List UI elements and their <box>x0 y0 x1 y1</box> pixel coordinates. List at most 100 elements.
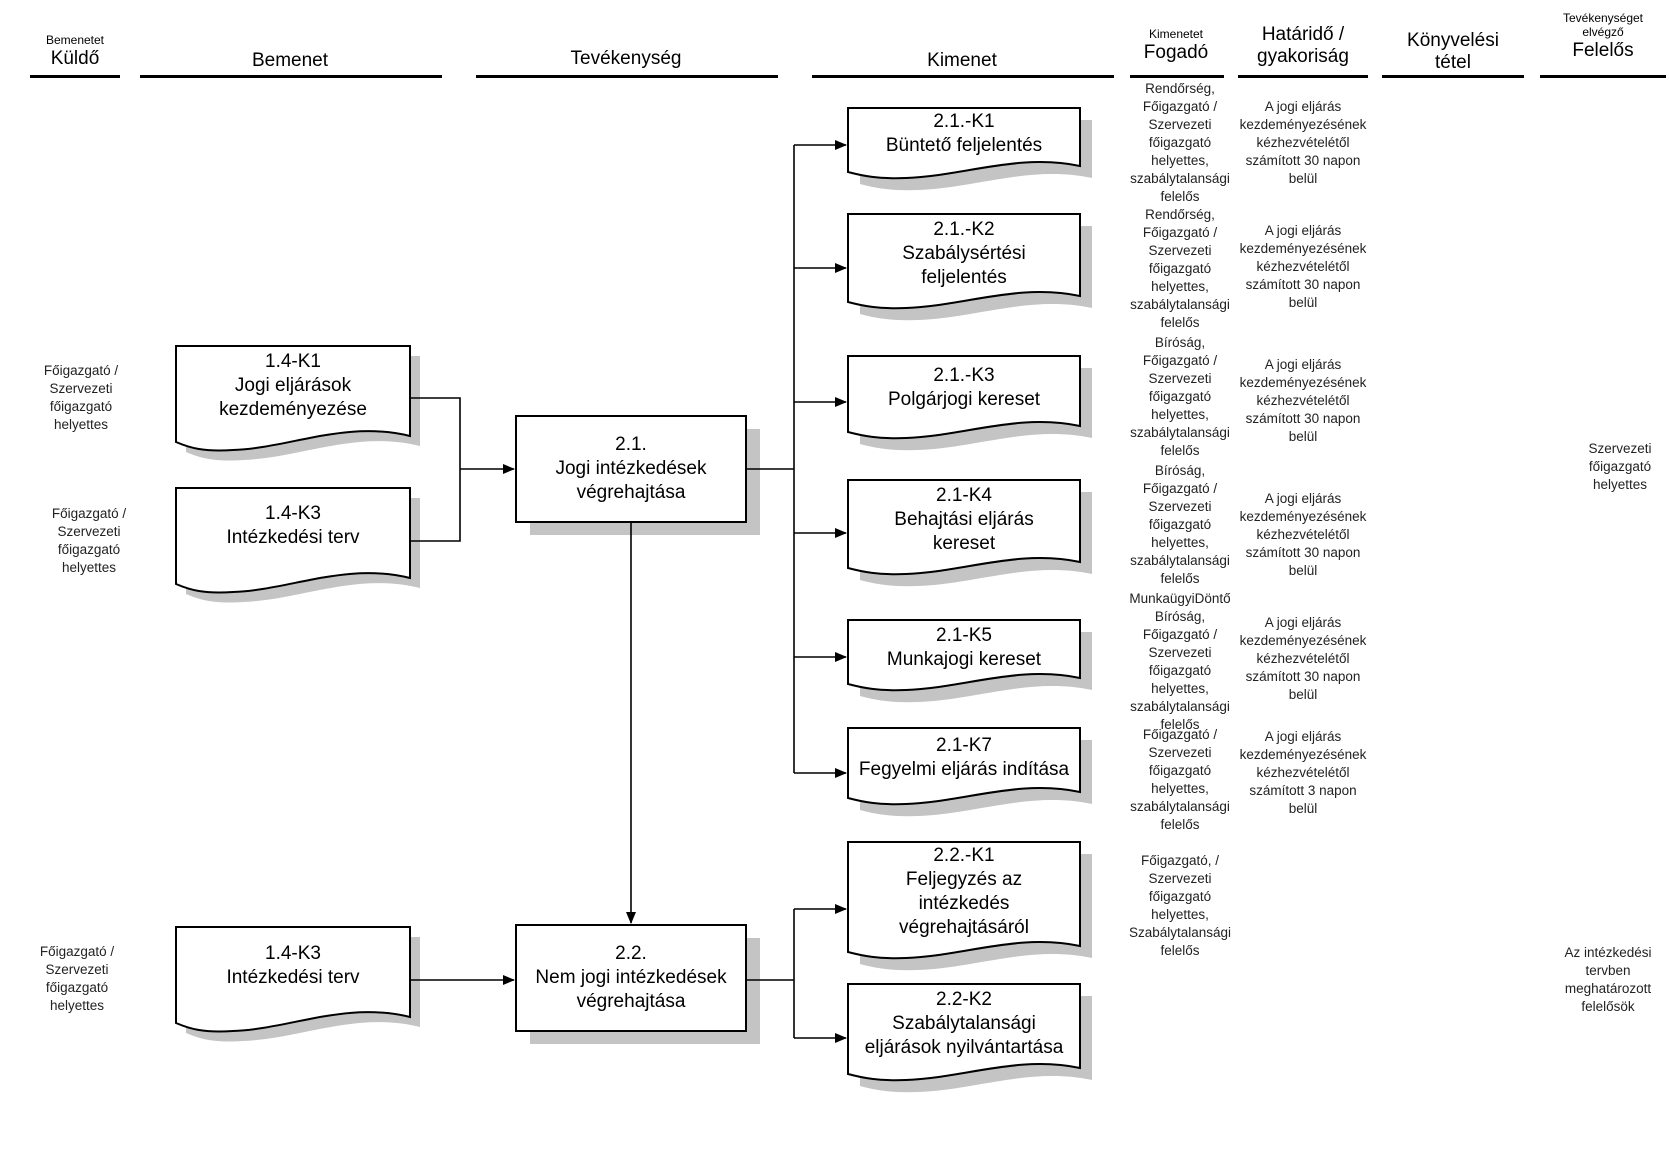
doc-title-line: Intézkedési terv <box>226 527 360 548</box>
doc-code: 2.1-K7 <box>936 735 992 756</box>
deadline-2-1-k5: A jogi eljárás kezdeményezésének kézhezv… <box>1228 614 1378 704</box>
doc-code: 2.1-K5 <box>936 625 992 646</box>
activity-box-2-1 <box>515 415 760 535</box>
deadline-line: A jogi eljárás <box>1264 729 1342 744</box>
sender-line: helyettes <box>53 417 109 432</box>
deadline-line: kezdeményezésének <box>1239 633 1367 648</box>
output-doc-2-1-k3 <box>847 355 1092 451</box>
sender-line: Főigazgató / <box>43 363 119 378</box>
receiver-line: főigazgató <box>1148 663 1212 678</box>
deadline-line: kézhezvételétől <box>1256 765 1350 780</box>
deadline-line: számított 30 napon <box>1245 277 1361 292</box>
doc-title-line: Behajtási eljárás <box>894 509 1034 530</box>
receiver-line: helyettes, <box>1151 907 1209 922</box>
sender-line: főigazgató <box>45 980 109 995</box>
receiver-line: Szervezeti <box>1148 371 1212 386</box>
responsible-line: Szervezeti <box>1588 441 1652 456</box>
header-output-rule <box>812 75 1114 78</box>
receiver-line: helyettes, <box>1151 153 1209 168</box>
receiver-line: szabálytalansági <box>1130 699 1230 714</box>
activity-title-line: végrehajtása <box>576 482 686 503</box>
receiver-line: helyettes, <box>1151 535 1209 550</box>
output-doc-2-1-k5-text: 2.1-K5 Munkajogi kereset <box>848 624 1080 672</box>
header-input-label: Bemenet <box>251 50 329 71</box>
header-accounting-rule <box>1382 75 1524 78</box>
deadline-line: belül <box>1288 295 1318 310</box>
receiver-line: Bíróság, <box>1154 463 1206 478</box>
doc-title-line: Szabálysértési <box>902 243 1026 264</box>
output-doc-2-1-k4-text: 2.1-K4 Behajtási eljárás kereset <box>848 484 1080 556</box>
header-output: Kimenet <box>812 50 1112 72</box>
responsible-line: főigazgató <box>1588 459 1652 474</box>
receiver-line: MunkaügyiDöntő <box>1129 591 1231 606</box>
responsible-line: felelősök <box>1581 999 1635 1014</box>
doc-title-line: Szabálytalansági <box>892 1013 1036 1034</box>
header-output-label: Kimenet <box>927 50 997 71</box>
deadline-line: belül <box>1288 687 1318 702</box>
doc-title-line: Polgárjogi kereset <box>887 389 1041 410</box>
receiver-line: szabálytalansági <box>1130 553 1230 568</box>
doc-title-line: Fegyelmi eljárás indítása <box>858 759 1070 780</box>
activity-box-2-2 <box>515 924 760 1044</box>
output-doc-2-2-k2 <box>847 983 1092 1093</box>
doc-title-line: Feljegyzés az <box>905 869 1023 890</box>
doc-title-line: feljelentés <box>921 267 1007 288</box>
receiver-line: Főigazgató / <box>1142 99 1218 114</box>
receiver-line: felelős <box>1160 189 1200 204</box>
sender-line: Főigazgató / <box>51 506 127 521</box>
doc-code: 1.4-K3 <box>265 943 321 964</box>
header-responsible-rule <box>1540 75 1666 78</box>
deadline-line: kézhezvételétől <box>1256 135 1350 150</box>
receiver-line: szabálytalansági <box>1130 297 1230 312</box>
deadline-line: kézhezvételétől <box>1256 651 1350 666</box>
deadline-line: kezdeményezésének <box>1239 241 1367 256</box>
receiver-line: Bíróság, <box>1154 335 1206 350</box>
header-input-rule <box>140 75 442 78</box>
receiver-line: Szervezeti <box>1148 243 1212 258</box>
header-input: Bemenet <box>140 50 440 72</box>
receiver-line: szabálytalansági <box>1130 799 1230 814</box>
input-doc-1-4-k1 <box>175 345 420 461</box>
header-receiver-small: Kimenetet <box>1148 27 1204 41</box>
header-sender-rule <box>30 75 120 78</box>
deadline-line: számított 3 napon <box>1249 783 1357 798</box>
output-doc-2-1-k2 <box>847 213 1092 321</box>
receiver-line: felelős <box>1160 717 1200 732</box>
output-doc-2-1-k3-text: 2.1.-K3 Polgárjogi kereset <box>848 364 1080 412</box>
activity-title-line: végrehajtása <box>576 991 686 1012</box>
receiver-line: Rendőrség, <box>1145 81 1215 96</box>
receiver-line: Főigazgató, / <box>1140 853 1220 868</box>
output-doc-2-1-k4 <box>847 479 1092 587</box>
receiver-line: Főigazgató / <box>1142 727 1218 742</box>
doc-title-line: intézkedés <box>918 893 1010 914</box>
receiver-2-1-k1: Rendőrség, Főigazgató / Szervezeti főiga… <box>1120 80 1240 206</box>
receiver-line: Szervezeti <box>1148 745 1212 760</box>
receiver-line: szabálytalansági <box>1130 171 1230 186</box>
doc-code: 1.4-K1 <box>265 351 321 372</box>
receiver-line: Bíróság, <box>1154 609 1206 624</box>
input-doc-1-4-k1-text: 1.4-K1 Jogi eljárások kezdeményezése <box>176 350 410 422</box>
header-activity-label: Tevékenység <box>570 48 682 69</box>
deadline-line: kezdeményezésének <box>1239 747 1367 762</box>
deadline-line: számított 30 napon <box>1245 545 1361 560</box>
deadline-line: kézhezvételétől <box>1256 393 1350 408</box>
doc-code: 2.1.-K2 <box>933 219 995 240</box>
receiver-line: főigazgató <box>1148 389 1212 404</box>
doc-title-line: Jogi eljárások <box>234 375 352 396</box>
deadline-line: kezdeményezésének <box>1239 117 1367 132</box>
sender-3: Főigazgató / Szervezeti főigazgató helye… <box>22 943 132 1015</box>
deadline-line: belül <box>1288 429 1318 444</box>
doc-title-line: végrehajtásáról <box>899 917 1029 938</box>
receiver-line: Főigazgató / <box>1142 481 1218 496</box>
output-doc-2-1-k7 <box>847 727 1092 817</box>
receiver-2-1-k2: Rendőrség, Főigazgató / Szervezeti főiga… <box>1120 206 1240 332</box>
deadline-line: belül <box>1288 801 1318 816</box>
deadline-line: A jogi eljárás <box>1264 357 1342 372</box>
deadline-line: belül <box>1288 563 1318 578</box>
doc-title-line: kezdeményezése <box>219 399 367 420</box>
activity-title-line: Jogi intézkedések <box>555 458 707 479</box>
header-accounting: Könyvelési tétel <box>1382 30 1524 74</box>
deadline-line: A jogi eljárás <box>1264 491 1342 506</box>
sender-line: helyettes <box>61 560 117 575</box>
